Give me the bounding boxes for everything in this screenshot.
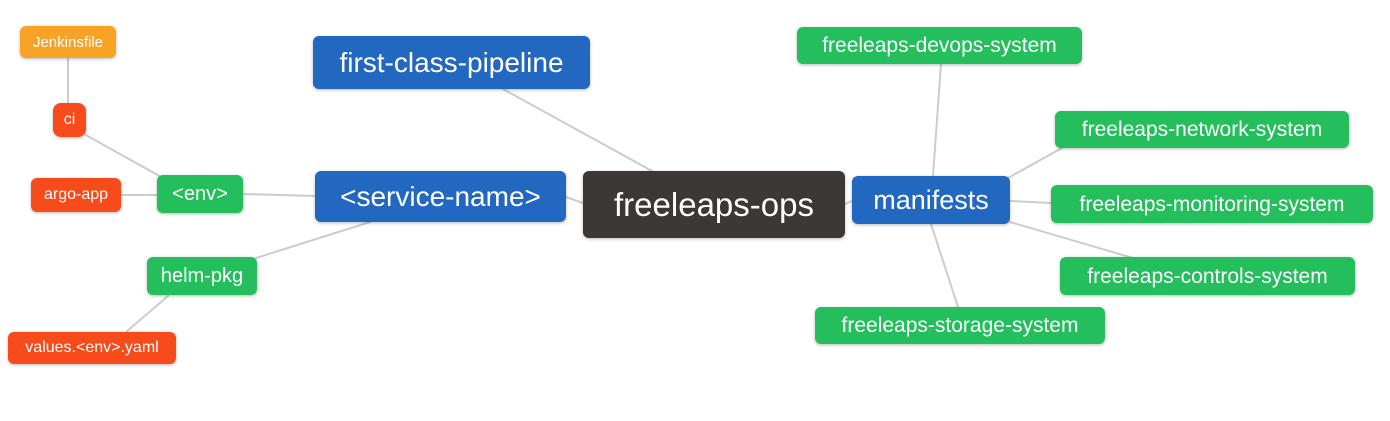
edge-manifests--freeleaps-devops-system [932,63,942,177]
node-manifests[interactable]: manifests [852,176,1010,224]
node-helm-pkg[interactable]: helm-pkg [147,257,257,295]
node-first-class-pipeline[interactable]: first-class-pipeline [313,36,590,89]
node-values-env-yaml-label: values.<env>.yaml [25,339,159,356]
edge-service-name--env [242,193,316,197]
node-argo-app-label: argo-app [43,186,109,203]
node-manifests-label: manifests [873,184,989,215]
edge-helm-pkg--values-env-yaml [125,295,169,333]
node-freeleaps-network-system-label: freeleaps-network-system [1081,118,1323,141]
edge-manifests--freeleaps-network-system [1007,147,1063,179]
edge-freeleaps-ops--manifests [844,200,853,205]
node-freeleaps-storage-system[interactable]: freeleaps-storage-system [815,307,1105,344]
node-argo-app[interactable]: argo-app [31,178,121,212]
edge-env--ci [83,133,164,179]
node-helm-pkg-label: helm-pkg [160,265,244,287]
node-ci[interactable]: ci [53,103,86,137]
node-service-name[interactable]: <service-name> [315,171,566,222]
node-freeleaps-devops-system-label: freeleaps-devops-system [822,34,1057,57]
node-env[interactable]: <env> [157,175,243,213]
node-first-class-pipeline-label: first-class-pipeline [339,46,564,78]
node-freeleaps-controls-system[interactable]: freeleaps-controls-system [1060,257,1355,295]
node-freeleaps-monitoring-system-label: freeleaps-monitoring-system [1079,192,1345,216]
node-jenkinsfile-label: Jenkinsfile [32,33,104,51]
edge-manifests--freeleaps-controls-system [1009,221,1134,259]
edge-freeleaps-ops--service-name [565,196,584,204]
node-freeleaps-storage-system-label: freeleaps-storage-system [841,314,1079,337]
edge-service-name--helm-pkg [255,221,371,259]
node-freeleaps-network-system[interactable]: freeleaps-network-system [1055,111,1349,148]
node-env-label: <env> [172,183,228,205]
node-freeleaps-ops-root[interactable]: freeleaps-ops [583,171,845,238]
edge-manifests--freeleaps-storage-system [930,223,959,308]
node-jenkinsfile[interactable]: Jenkinsfile [20,26,116,58]
node-freeleaps-devops-system[interactable]: freeleaps-devops-system [797,27,1082,64]
edge-freeleaps-ops--first-class-pipeline [502,88,653,172]
node-values-env-yaml[interactable]: values.<env>.yaml [8,332,176,364]
node-freeleaps-controls-system-label: freeleaps-controls-system [1087,264,1328,288]
node-freeleaps-ops-label: freeleaps-ops [614,186,814,223]
node-service-name-label: <service-name> [340,180,541,212]
node-ci-label: ci [63,111,76,128]
edge-manifests--freeleaps-monitoring-system [1009,200,1052,204]
node-freeleaps-monitoring-system[interactable]: freeleaps-monitoring-system [1051,185,1373,223]
